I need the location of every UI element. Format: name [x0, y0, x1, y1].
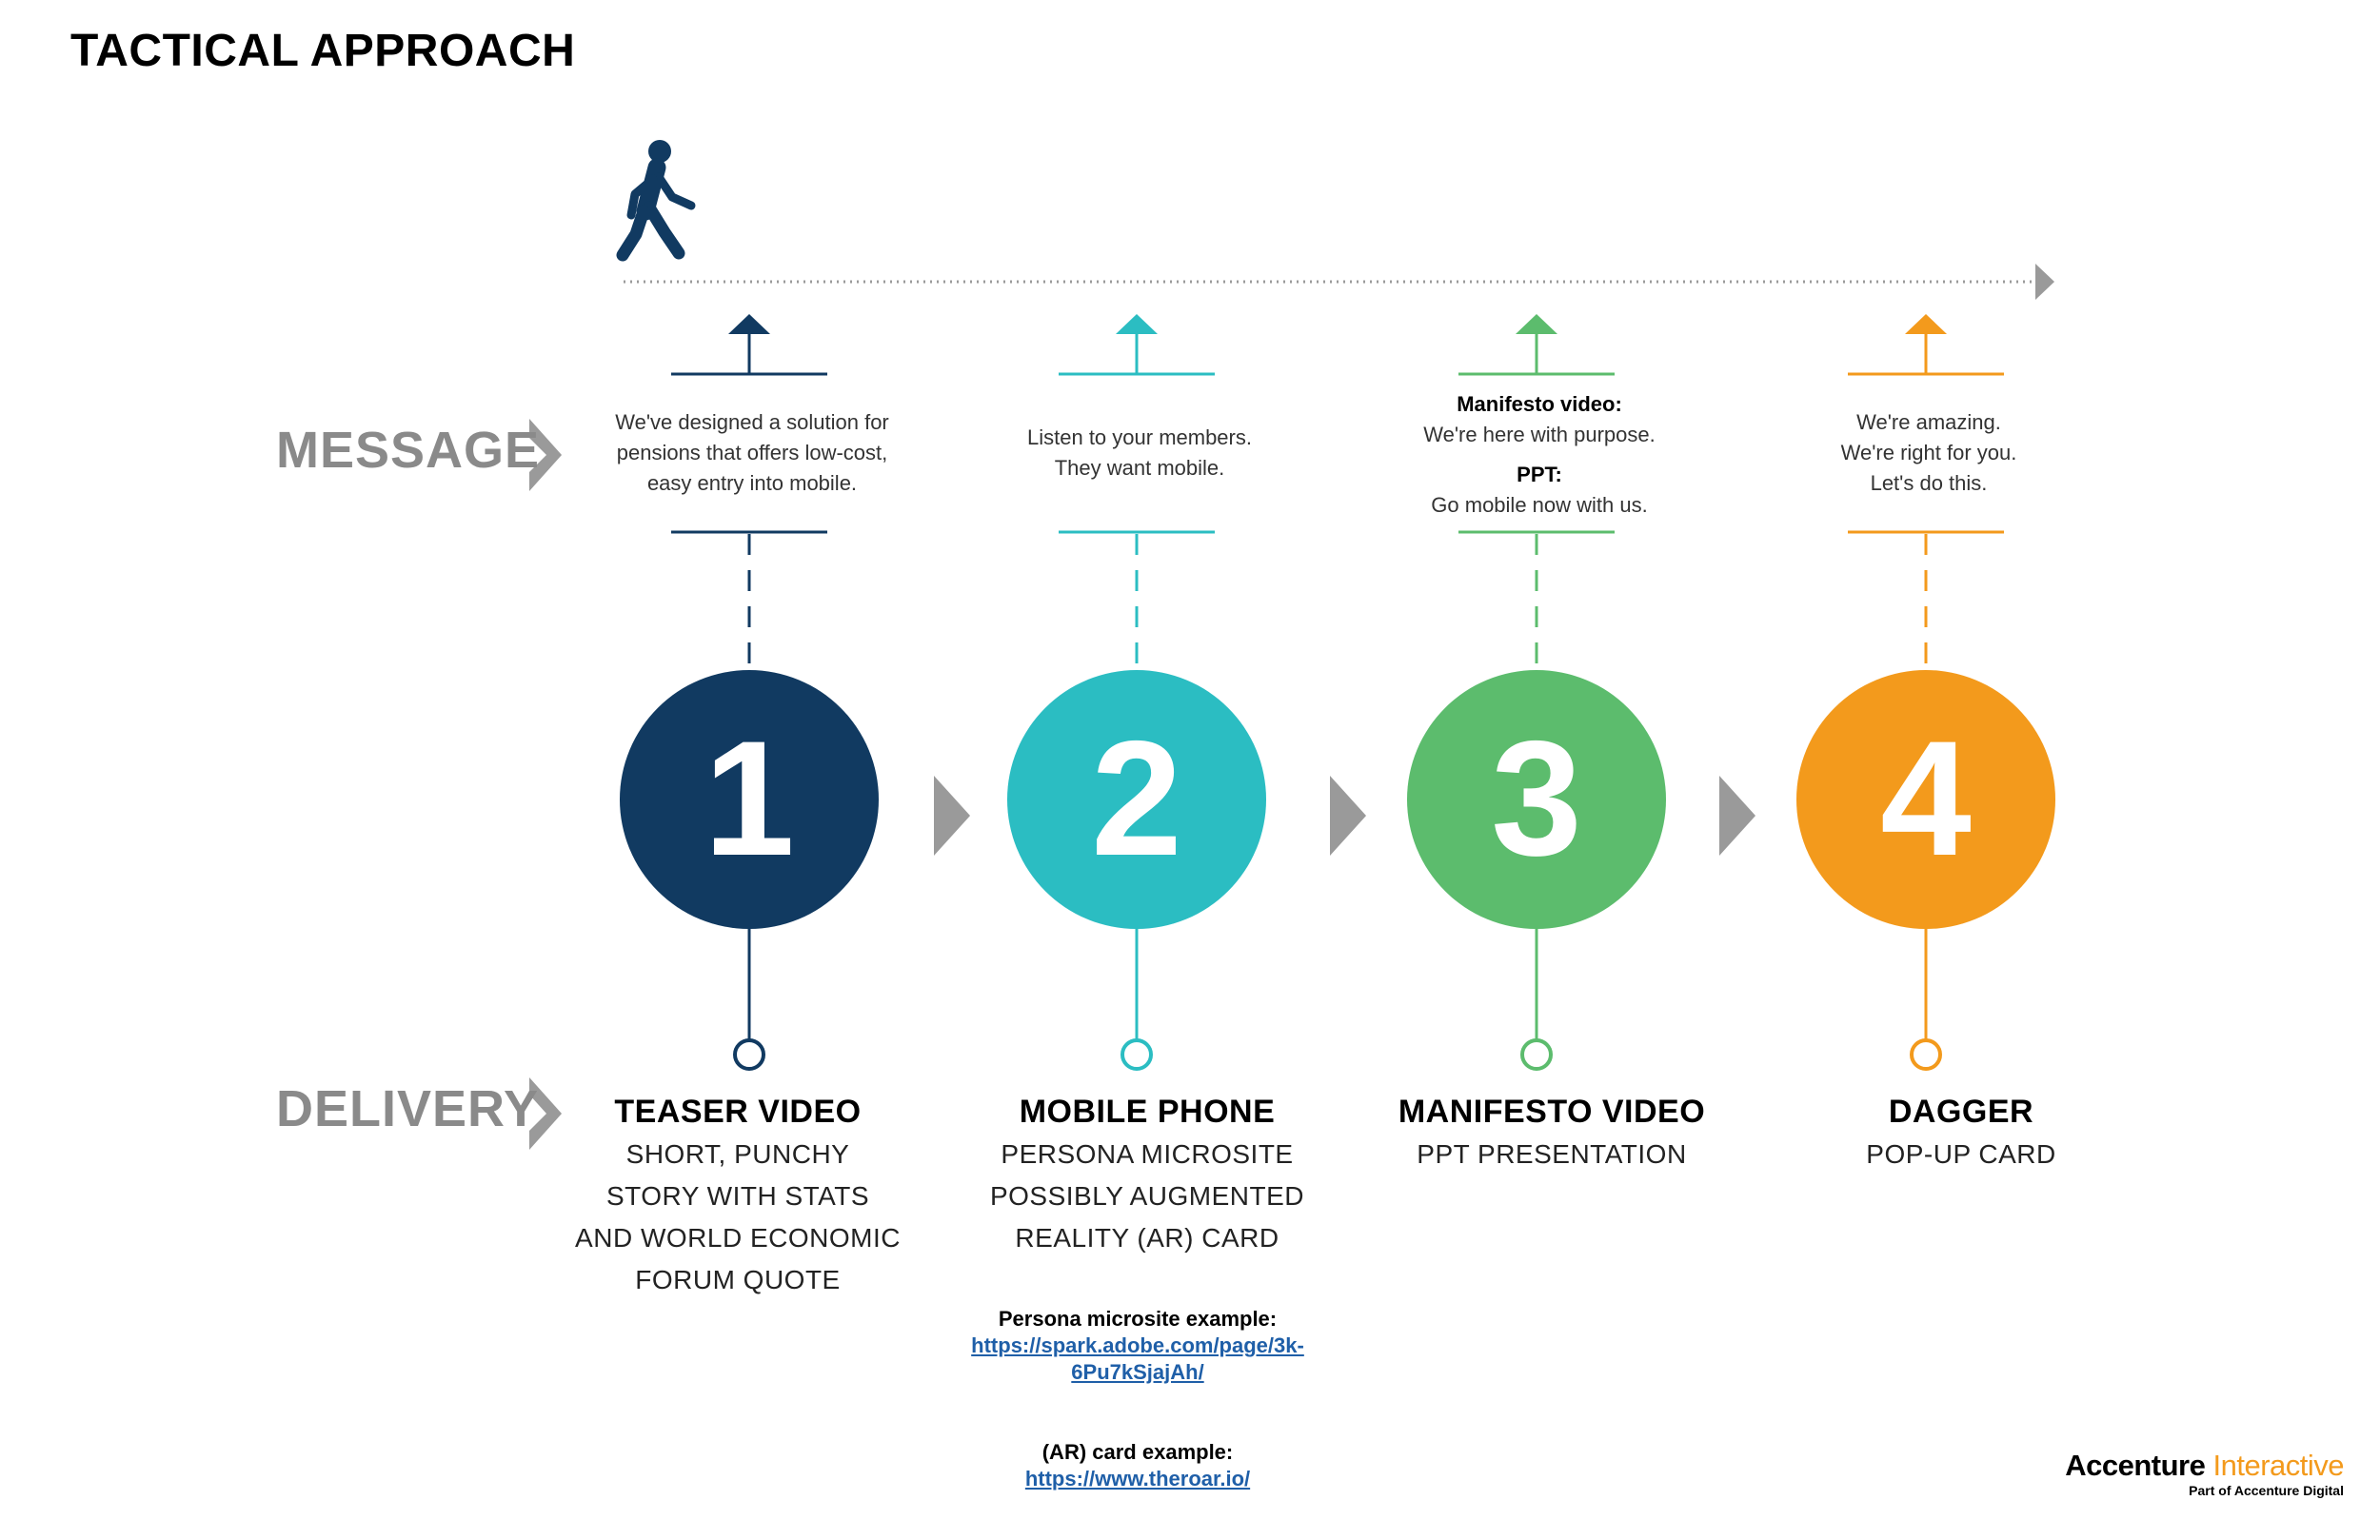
message-heading: Manifesto video:	[1457, 392, 1622, 416]
delivery-line: FORUM QUOTE	[635, 1265, 841, 1294]
delivery-line: AND WORLD ECONOMIC	[575, 1223, 901, 1253]
message-line: Let's do this.	[1870, 471, 1988, 495]
delivery-title: MANIFESTO VIDEO	[1398, 1094, 1706, 1130]
step-circle	[1007, 670, 1266, 929]
example-link-text[interactable]: https://www.theroar.io/	[1024, 1467, 1251, 1491]
delivery-ring	[733, 1038, 765, 1071]
delivery-title: MOBILE PHONE	[1019, 1094, 1276, 1130]
message-line: We're here with purpose.	[1423, 423, 1656, 446]
message-text-4: We're amazing. We're right for you. Let's …	[1748, 407, 2110, 499]
step-number: 2	[1091, 707, 1182, 890]
example-label: (AR) card example:	[1041, 1440, 1234, 1464]
chevron-right-icon-between-2	[1330, 776, 1366, 856]
arrow-up-icon	[1116, 314, 1158, 334]
delivery-line: REALITY (AR) CARD	[1015, 1223, 1279, 1253]
accenture-interactive-logo: Accenture Interactive Part of Accenture …	[2065, 1449, 2344, 1498]
chevron-right-icon	[529, 1077, 562, 1150]
logo-brand: Accenture	[2065, 1449, 2206, 1482]
delivery-line: POSSIBLY AUGMENTED	[989, 1181, 1305, 1211]
delivery-row-label: DELIVERY	[276, 1080, 540, 1137]
step-circle	[1407, 670, 1666, 929]
delivery-title: DAGGER	[1888, 1094, 2034, 1130]
example-link-text[interactable]: https://spark.adobe.com/page/3k-	[971, 1333, 1304, 1357]
example-link[interactable]: https://spark.adobe.com/page/3k- 6Pu7kSja…	[971, 1333, 1304, 1384]
example-link[interactable]: https://www.theroar.io/	[1025, 1467, 1250, 1491]
chevron-right-icon-between-3	[1719, 776, 1755, 856]
message-text-1: We've designed a solution for pensions th…	[571, 407, 933, 499]
step-number: 1	[704, 707, 795, 890]
message-line: pensions that offers low-cost,	[616, 441, 888, 464]
delivery-ring	[1520, 1038, 1553, 1071]
message-line: easy entry into mobile.	[646, 471, 858, 495]
delivery-line: POP-UP CARD	[1866, 1139, 2056, 1169]
step-circle	[620, 670, 879, 929]
delivery-line: STORY WITH STATS	[605, 1181, 870, 1211]
message-heading: PPT:	[1517, 463, 1562, 486]
chevron-right-icon-between-1	[934, 776, 970, 856]
step-number: 4	[1880, 707, 1972, 890]
message-line: We're right for you.	[1840, 441, 2017, 464]
step-1: 1	[620, 314, 879, 1071]
logo-tagline: Part of Accenture Digital	[2189, 1483, 2344, 1498]
delivery-line: PPT PRESENTATION	[1417, 1139, 1687, 1169]
example-label: Persona microsite example:	[998, 1307, 1278, 1331]
walker-head	[648, 140, 671, 163]
pedestrian-walking-icon	[616, 140, 696, 262]
delivery-ring	[1910, 1038, 1942, 1071]
walker-arm-front	[654, 172, 696, 210]
walker-leg-front	[643, 201, 685, 260]
walker-arm-back	[626, 174, 658, 220]
example-link-text[interactable]: 6Pu7kSjajAh/	[1071, 1360, 1204, 1384]
logo-brand-suffix: Interactive	[2212, 1449, 2344, 1482]
step-3: 3	[1407, 314, 1666, 1071]
ar-card-example: (AR) card example: https://www.theroar.io…	[919, 1439, 1357, 1492]
message-line: We're amazing.	[1856, 410, 2001, 434]
delivery-block-1: TEASER VIDEO SHORT, PUNCHY STORY WITH STAT…	[538, 1090, 938, 1301]
arrow-up-icon	[728, 314, 770, 334]
timeline-arrow-head	[2035, 264, 2054, 300]
arrow-up-icon	[1516, 314, 1557, 334]
microsite-example: Persona microsite example:https://spark.…	[919, 1306, 1357, 1386]
arrow-up-icon	[1905, 314, 1947, 334]
delivery-line: PERSONA MICROSITE	[1001, 1139, 1294, 1169]
page-title: TACTICAL APPROACH	[70, 26, 576, 76]
step-2: 2	[1007, 314, 1266, 1071]
step-circle	[1796, 670, 2055, 929]
step-4: 4	[1796, 314, 2055, 1071]
message-row-label: MESSAGE	[276, 422, 541, 479]
message-line: Listen to your members.	[1027, 425, 1252, 449]
message-text-2: Listen to your members. They want mobile.	[959, 423, 1320, 484]
walker-leg-back	[616, 205, 650, 262]
message-line: Go mobile now with us.	[1431, 493, 1648, 517]
delivery-title: TEASER VIDEO	[614, 1094, 862, 1130]
message-text-3: Manifesto video: We're here with purpose.…	[1359, 389, 1720, 521]
message-line: They want mobile.	[1054, 456, 1225, 480]
delivery-block-2: MOBILE PHONE PERSONA MICROSITE POSSIBLY AU…	[947, 1090, 1347, 1259]
delivery-block-3: MANIFESTO VIDEO PPT PRESENTATION	[1352, 1090, 1752, 1175]
chevron-right-icon	[529, 419, 562, 491]
delivery-line: SHORT, PUNCHY	[625, 1139, 850, 1169]
message-line: We've designed a solution for	[615, 410, 889, 434]
delivery-block-4: DAGGER POP-UP CARD	[1761, 1090, 2161, 1175]
delivery-ring	[1121, 1038, 1153, 1071]
step-number: 3	[1491, 707, 1582, 890]
